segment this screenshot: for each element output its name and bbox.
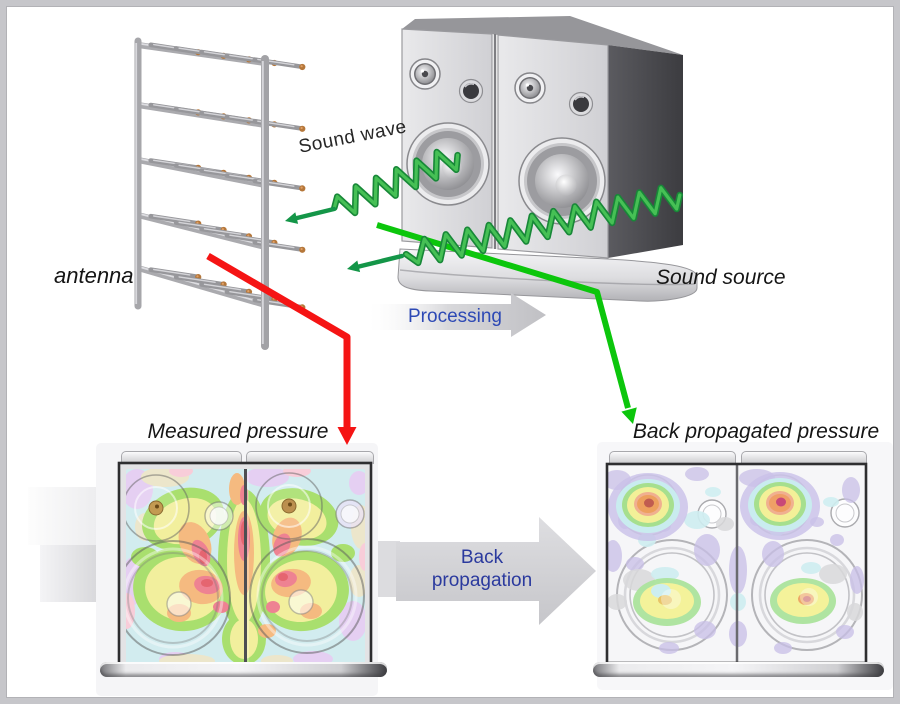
speaker-base [397, 248, 698, 302]
back-propagated-pressure-map [605, 462, 868, 665]
speaker-top-face [402, 16, 683, 55]
tweeter-hotspot [608, 473, 688, 541]
antenna-right-post [261, 55, 269, 350]
antenna-left-post [134, 37, 142, 310]
right-woofer [518, 137, 606, 225]
right-port-hole [568, 91, 594, 117]
speaker-side-face [608, 45, 683, 258]
pressure-heatmap [126, 469, 365, 663]
woofer-hotspot [633, 578, 701, 626]
measured-pressure-map [117, 461, 373, 667]
left-woofer [406, 122, 490, 206]
wave-arrowhead [347, 260, 361, 273]
tweeter-hotspot [740, 472, 820, 540]
antenna-illustration [134, 37, 345, 350]
cabinet-top-edge [246, 451, 374, 464]
right-tweeter [514, 72, 546, 104]
cabinet-top-edge [121, 451, 242, 464]
cabinet-top-edge [609, 451, 736, 464]
antenna-rods [151, 45, 306, 311]
backprop-heatmap [608, 465, 864, 662]
faded-plane-fragment [40, 545, 96, 602]
measured-pressure-label: Measured pressure [147, 420, 329, 443]
sound-source-label: Sound source [656, 266, 786, 289]
faded-plane-fragment [378, 541, 400, 597]
antenna-shelves [135, 42, 268, 308]
speaker-pedestal [593, 662, 884, 677]
cabinet-top-edge [741, 451, 867, 464]
left-port-hole [458, 78, 484, 104]
left-tweeter [409, 58, 441, 90]
antenna-label: antenna [54, 263, 134, 288]
back-propagation-label: Back propagation [431, 547, 533, 591]
speaker-emboss [126, 472, 365, 656]
back-propagated-pressure-label: Back propagated pressure [632, 420, 880, 443]
woofer-hotspot [770, 578, 836, 624]
processing-label: Processing [408, 306, 502, 327]
faded-plane-fragment [28, 487, 96, 545]
speaker-pedestal [100, 662, 387, 677]
